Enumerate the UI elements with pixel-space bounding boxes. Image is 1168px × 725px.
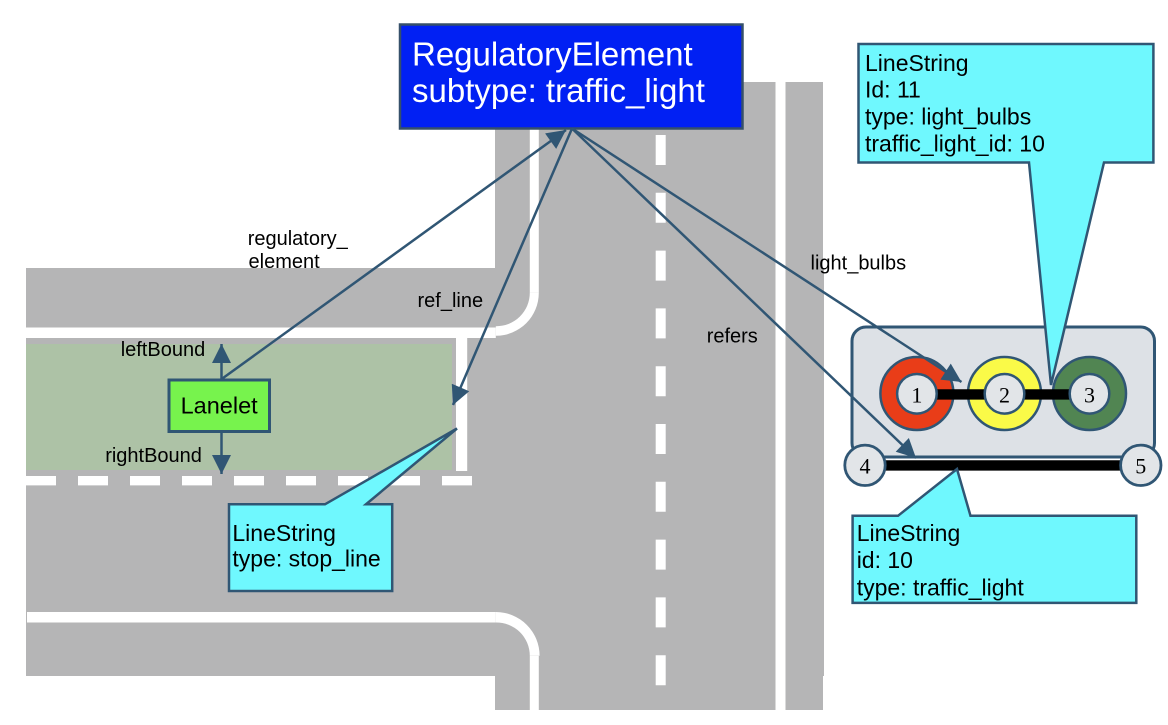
- svg-text:Id: 11: Id: 11: [865, 77, 921, 103]
- svg-text:LineString: LineString: [857, 520, 961, 546]
- svg-text:type: traffic_light: type: traffic_light: [857, 574, 1025, 600]
- svg-text:subtype: traffic_light: subtype: traffic_light: [412, 72, 705, 109]
- svg-text:2: 2: [999, 382, 1010, 407]
- svg-text:RegulatoryElement: RegulatoryElement: [412, 36, 693, 73]
- svg-text:1: 1: [911, 382, 922, 407]
- svg-text:type: stop_line: type: stop_line: [232, 546, 380, 572]
- svg-text:leftBound: leftBound: [121, 339, 206, 361]
- svg-text:5: 5: [1135, 454, 1146, 479]
- svg-text:LineString: LineString: [232, 520, 336, 546]
- svg-text:type: light_bulbs: type: light_bulbs: [865, 104, 1031, 130]
- svg-text:light_bulbs: light_bulbs: [811, 253, 907, 275]
- svg-text:regulatory_: regulatory_: [248, 228, 349, 250]
- svg-text:id: 10: id: 10: [857, 547, 913, 573]
- svg-text:LineString: LineString: [865, 50, 969, 76]
- svg-text:4: 4: [860, 454, 871, 479]
- svg-text:element: element: [249, 251, 321, 273]
- svg-text:rightBound: rightBound: [105, 445, 202, 467]
- svg-text:refers: refers: [707, 325, 758, 347]
- svg-text:3: 3: [1084, 382, 1095, 407]
- svg-text:traffic_light_id: 10: traffic_light_id: 10: [865, 131, 1045, 157]
- svg-text:Lanelet: Lanelet: [181, 393, 259, 419]
- svg-text:ref_line: ref_line: [418, 290, 484, 312]
